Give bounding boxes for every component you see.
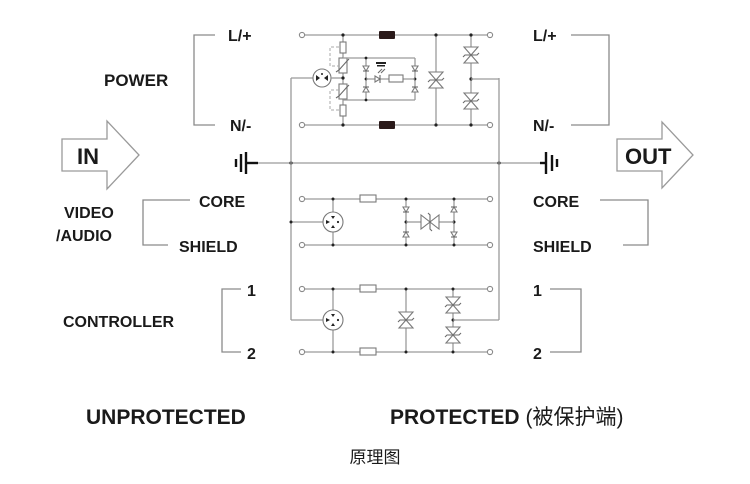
left-terminal-n-minus: N/- bbox=[230, 118, 251, 135]
right-ground-icon bbox=[540, 152, 559, 174]
resistor-icon bbox=[339, 41, 347, 54]
diode-icon bbox=[411, 65, 419, 73]
resistor-icon bbox=[339, 104, 347, 117]
video-left-bracket bbox=[142, 199, 190, 246]
video-protection-circuit bbox=[289, 194, 494, 249]
diode-icon bbox=[402, 206, 410, 214]
left-terminal-1: 1 bbox=[247, 283, 256, 300]
protected-zone-label: PROTECTED (被保护端) bbox=[390, 406, 624, 429]
controller-right-bracket bbox=[550, 288, 582, 353]
resistor-icon bbox=[359, 194, 377, 203]
power-right-bracket bbox=[571, 34, 610, 126]
left-ground-icon bbox=[234, 152, 258, 174]
out-arrow-icon bbox=[616, 120, 694, 190]
right-terminal-l-plus: L/+ bbox=[533, 28, 557, 45]
diode-icon bbox=[450, 231, 458, 239]
diode-icon bbox=[411, 85, 419, 93]
resistor-icon bbox=[359, 347, 377, 356]
gas-discharge-tube-icon bbox=[322, 309, 344, 331]
diagram-caption: 原理图 bbox=[350, 448, 401, 468]
left-terminal-core: CORE bbox=[199, 194, 246, 211]
diode-icon bbox=[362, 85, 370, 93]
power-left-bracket bbox=[193, 34, 215, 126]
gas-discharge-tube-icon bbox=[322, 211, 344, 233]
bidirectional-tvs-icon bbox=[444, 326, 462, 344]
video-group-label: VIDEO bbox=[64, 205, 114, 222]
controller-group-label: CONTROLLER bbox=[63, 314, 175, 331]
bidirectional-tvs-icon bbox=[427, 71, 445, 89]
right-terminal-2: 2 bbox=[533, 346, 542, 363]
right-terminal-1: 1 bbox=[533, 283, 542, 300]
bidirectional-tvs-icon bbox=[462, 46, 480, 64]
left-terminal-l-plus: L/+ bbox=[228, 28, 252, 45]
power-protection-circuit bbox=[291, 31, 499, 129]
left-terminal-2: 2 bbox=[247, 346, 256, 363]
diode-icon bbox=[450, 205, 458, 213]
gas-discharge-tube-icon bbox=[312, 68, 332, 88]
protected-zone-label-en: PROTECTED bbox=[390, 406, 520, 429]
out-arrow-label: OUT bbox=[625, 144, 672, 169]
bidirectional-tvs-icon bbox=[444, 296, 462, 314]
right-terminal-core: CORE bbox=[533, 194, 580, 211]
unprotected-zone-label: UNPROTECTED bbox=[86, 406, 246, 429]
inductor-icon bbox=[379, 121, 395, 129]
right-terminal-n-minus: N/- bbox=[533, 118, 554, 135]
resistor-icon bbox=[388, 74, 404, 83]
video-right-bracket bbox=[600, 199, 649, 246]
left-terminal-shield: SHIELD bbox=[179, 239, 238, 256]
protected-zone-label-cn: (被保护端) bbox=[526, 406, 624, 429]
resistor-icon bbox=[359, 284, 377, 293]
bidirectional-tvs-icon bbox=[420, 212, 440, 232]
varistor-icon bbox=[335, 83, 350, 100]
in-arrow-label: IN bbox=[77, 144, 99, 169]
audio-group-label: /AUDIO bbox=[56, 228, 112, 245]
power-group-label: POWER bbox=[104, 71, 168, 90]
led-indicator-icon bbox=[374, 62, 386, 83]
inductor-icon bbox=[379, 31, 395, 39]
diode-icon bbox=[362, 65, 370, 73]
diode-icon bbox=[402, 230, 410, 238]
bidirectional-tvs-icon bbox=[462, 92, 480, 110]
controller-protection-circuit bbox=[291, 284, 499, 356]
right-terminal-shield: SHIELD bbox=[533, 239, 592, 256]
in-arrow-icon bbox=[61, 119, 140, 191]
bidirectional-tvs-icon bbox=[397, 311, 415, 329]
controller-left-bracket bbox=[221, 288, 241, 353]
